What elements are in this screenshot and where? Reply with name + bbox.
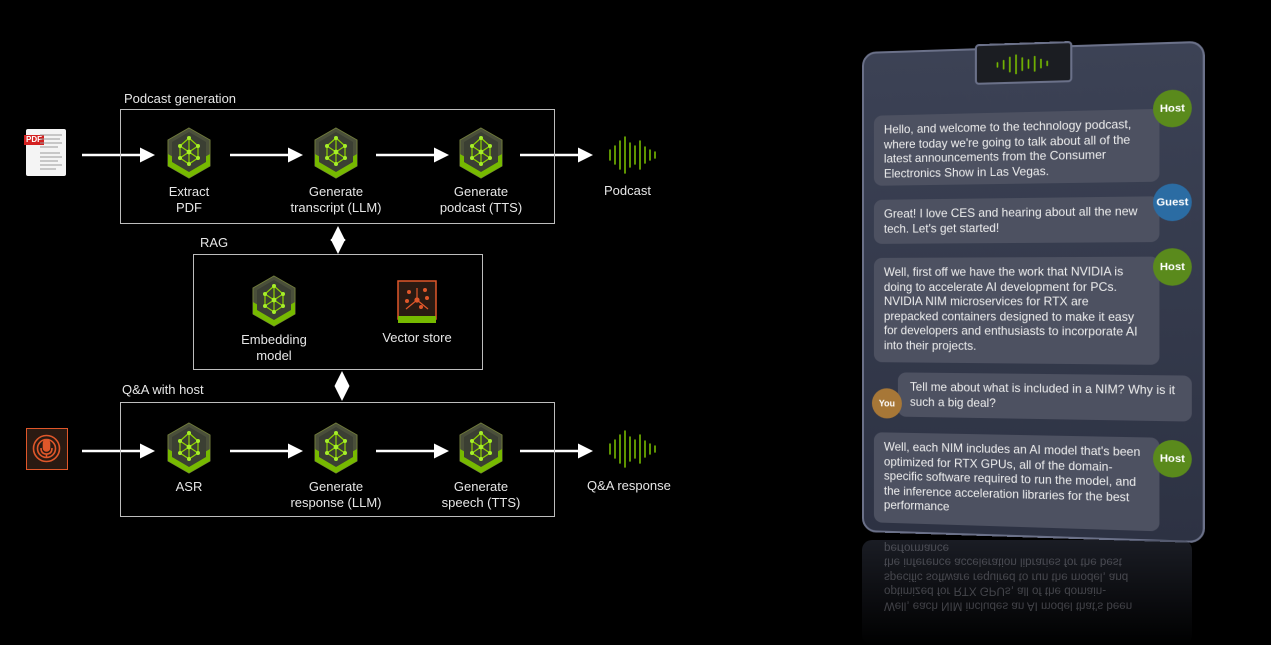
qa-output-label: Q&A response [587, 478, 671, 493]
vector-store-icon [397, 280, 437, 323]
podcast-generation-group [120, 109, 555, 224]
chat-message-text: Well, first off we have the work that NV… [883, 265, 1138, 353]
chat-message-host-2: Well, first off we have the work that NV… [873, 256, 1160, 365]
you-avatar: You [871, 388, 902, 419]
panel-reflection: Well, each NIM includes an AI model that… [862, 540, 1192, 645]
host-avatar: Host [1153, 439, 1192, 479]
vector-store-label: Vector store [382, 330, 452, 345]
chat-message-you: Tell me about what is included in a NIM?… [897, 372, 1192, 422]
host-avatar: Host [1153, 248, 1192, 286]
generate-speech-node: Generate speech (TTS) [421, 421, 541, 511]
chat-message-text: Tell me about what is included in a NIM?… [909, 380, 1176, 410]
chat-message-text: Well, each NIM includes an AI model that… [883, 440, 1141, 514]
panel-notch [974, 40, 1073, 85]
qa-with-host-group [120, 402, 555, 517]
rag-group [193, 254, 483, 370]
asr-node: ASR [129, 421, 249, 495]
chat-message-host-1: Hello, and welcome to the technology pod… [873, 108, 1160, 186]
flow-arrows [82, 136, 656, 468]
chat-message-host-3: Well, each NIM includes an AI model that… [873, 432, 1160, 532]
podcast-waveform-icon [609, 136, 656, 174]
generate-podcast-label: Generate podcast (TTS) [439, 184, 523, 215]
generate-podcast-node: Generate podcast (TTS) [421, 126, 541, 216]
chat-message-text: Great! I love CES and hearing about all … [883, 204, 1138, 236]
generate-speech-label: Generate speech (TTS) [441, 479, 521, 510]
notch-waveform-icon [977, 43, 1070, 83]
vector-store-node: Vector store [357, 280, 477, 346]
nim-model-icon [166, 421, 212, 475]
generate-response-node: Generate response (LLM) [276, 421, 396, 511]
generate-response-label: Generate response (LLM) [290, 479, 382, 510]
chat-panel-frame: Hello, and welcome to the technology pod… [862, 40, 1205, 544]
podcast-generation-label: Podcast generation [124, 91, 237, 106]
nim-model-icon [251, 274, 297, 328]
reflection-text: Well, each NIM includes an AI model that… [884, 541, 1133, 613]
generate-transcript-label: Generate transcript (LLM) [290, 184, 382, 215]
qa-waveform-icon [609, 430, 656, 468]
podcast-chat-panel: Hello, and welcome to the technology pod… [862, 40, 1205, 544]
asr-label: ASR [175, 479, 203, 494]
host-avatar: Host [1153, 89, 1192, 128]
extract-pdf-node: Extract PDF [129, 126, 249, 216]
pdf-badge: PDF [24, 135, 44, 145]
qa-with-host-label: Q&A with host [122, 382, 204, 397]
podcast-output-label: Podcast [604, 183, 651, 198]
embedding-model-label: Embedding model [241, 332, 307, 363]
chat-message-text: Hello, and welcome to the technology pod… [883, 117, 1132, 181]
rag-label: RAG [200, 235, 229, 250]
chat-message-guest: Great! I love CES and hearing about all … [873, 196, 1160, 244]
microphone-icon [26, 428, 68, 470]
nim-model-icon [458, 126, 504, 180]
generate-transcript-node: Generate transcript (LLM) [276, 126, 396, 216]
nim-model-icon [458, 421, 504, 475]
guest-avatar: Guest [1153, 183, 1192, 222]
nim-model-icon [166, 126, 212, 180]
nim-model-icon [313, 126, 359, 180]
pdf-document-icon: PDF [24, 129, 66, 176]
embedding-model-node: Embedding model [214, 274, 334, 364]
extract-pdf-label: Extract PDF [168, 184, 210, 215]
nim-model-icon [313, 421, 359, 475]
